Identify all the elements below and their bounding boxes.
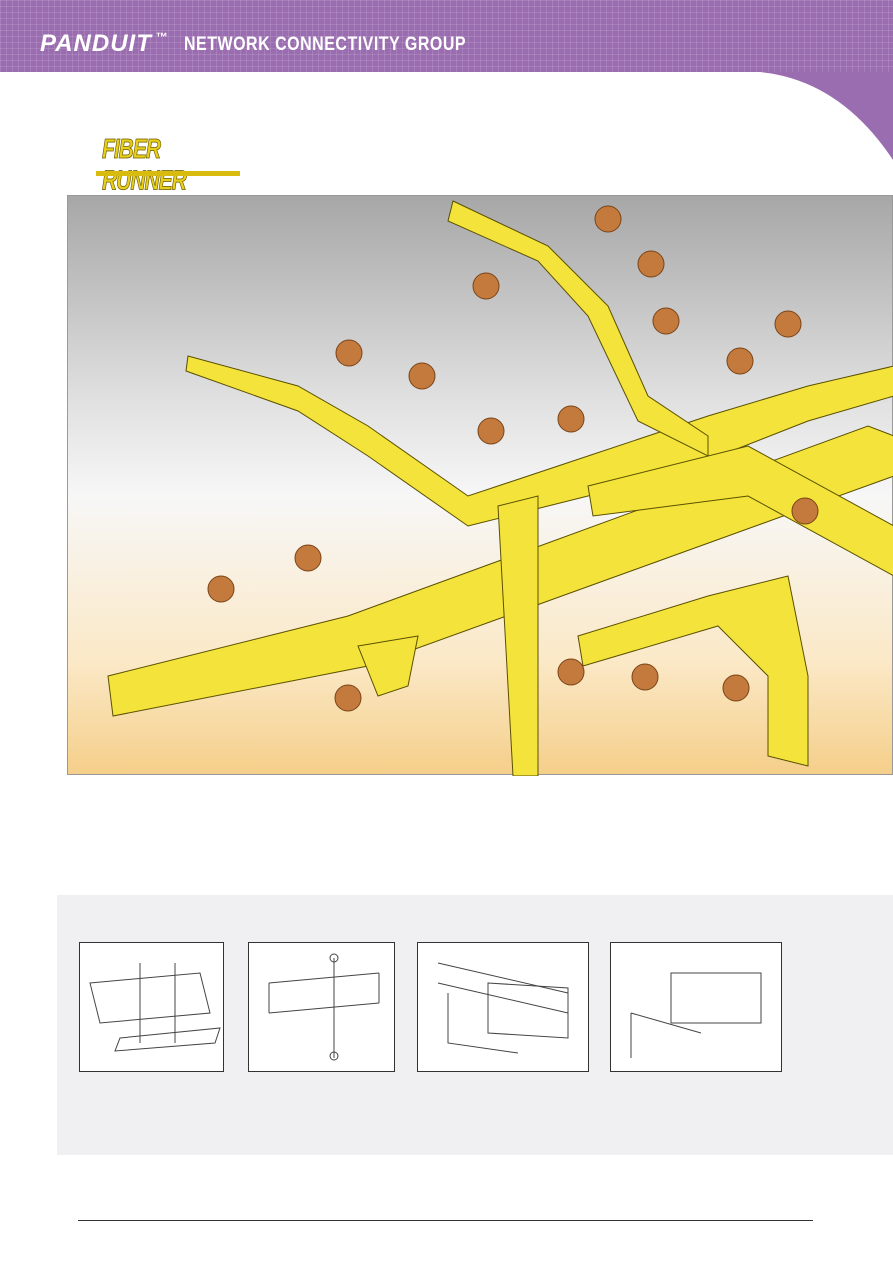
banner-swoosh	[760, 72, 893, 160]
callout-marker	[477, 417, 505, 445]
duct-drawing	[107, 200, 893, 776]
accessory-wall-bracket-left	[417, 942, 589, 1072]
brand-text: PANDUIT	[40, 30, 152, 57]
callout-marker	[334, 684, 362, 712]
logo-text: FIBER RUNNER	[102, 134, 187, 196]
callout-marker	[722, 674, 750, 702]
callout-marker	[791, 497, 819, 525]
logo-bar	[96, 171, 240, 176]
callout-marker	[726, 347, 754, 375]
callout-markers	[207, 205, 819, 712]
footer-divider	[78, 1220, 813, 1221]
callout-marker	[594, 205, 622, 233]
callout-marker	[207, 575, 235, 603]
fiber-runner-logo: FIBER RUNNER	[96, 134, 240, 196]
accessory-threaded-rod-bracket	[79, 942, 224, 1072]
callout-marker	[637, 250, 665, 278]
callout-marker	[557, 658, 585, 686]
accessory-trapeze-support	[248, 942, 395, 1072]
callout-marker	[652, 307, 680, 335]
callout-marker	[557, 405, 585, 433]
system-illustration	[67, 195, 893, 776]
callout-marker	[408, 362, 436, 390]
callout-marker	[294, 544, 322, 572]
callout-marker	[472, 272, 500, 300]
trademark: ™	[155, 30, 169, 44]
accessories-panel	[57, 895, 893, 1155]
group-name: NETWORK CONNECTIVITY GROUP	[184, 34, 467, 55]
callout-marker	[335, 339, 363, 367]
callout-marker	[774, 310, 802, 338]
accessory-wall-bracket-right	[610, 942, 782, 1072]
callout-marker	[631, 663, 659, 691]
